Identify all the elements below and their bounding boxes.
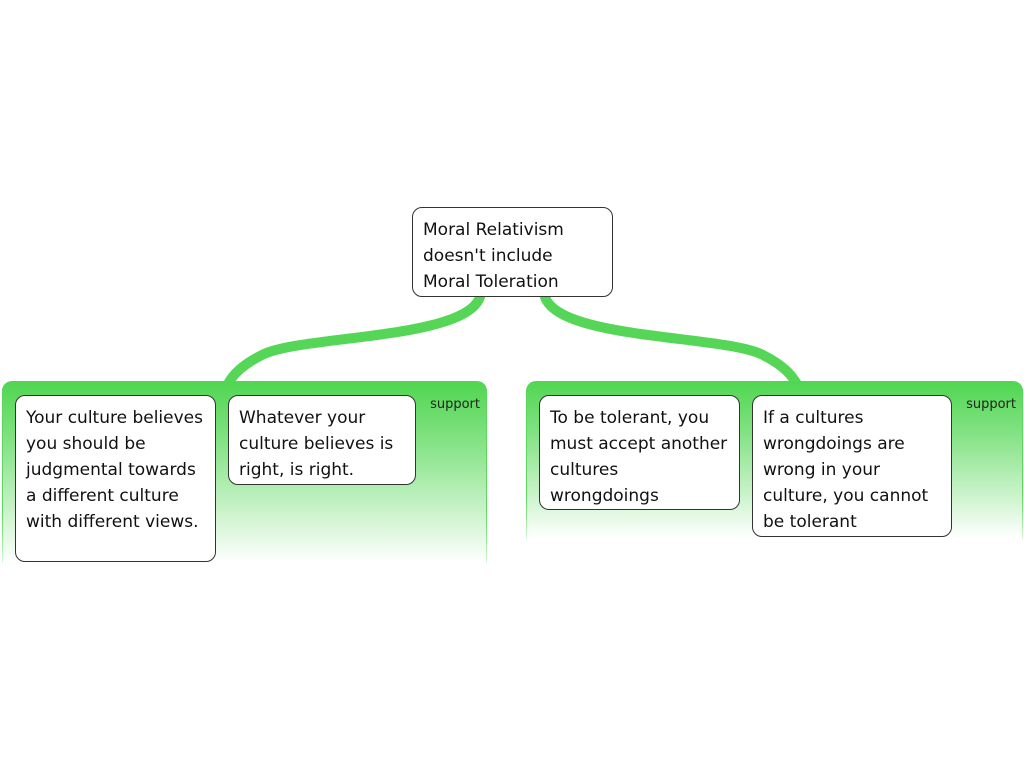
support-node-whatever-right[interactable]: Whatever your culture believes is right,…	[228, 395, 416, 485]
root-node[interactable]: Moral Relativism doesn't include Moral T…	[412, 207, 613, 297]
connector-right	[540, 292, 802, 389]
group-label-left: support	[430, 397, 480, 412]
node-text: To be tolerant, you must accept another …	[550, 408, 728, 506]
support-node-cannot-be-tolerant[interactable]: If a cultures wrongdoings are wrong in y…	[752, 395, 952, 537]
support-node-judgmental[interactable]: Your culture believes you should be judg…	[15, 395, 216, 562]
support-node-tolerant-accept[interactable]: To be tolerant, you must accept another …	[539, 395, 740, 510]
node-text: Your culture believes you should be judg…	[26, 408, 203, 532]
node-text: Whatever your culture believes is right,…	[239, 408, 394, 480]
group-label-right: support	[966, 397, 1016, 412]
connector-left	[223, 292, 485, 389]
node-text: If a cultures wrongdoings are wrong in y…	[763, 408, 929, 532]
root-node-text: Moral Relativism doesn't include Moral T…	[423, 220, 564, 292]
